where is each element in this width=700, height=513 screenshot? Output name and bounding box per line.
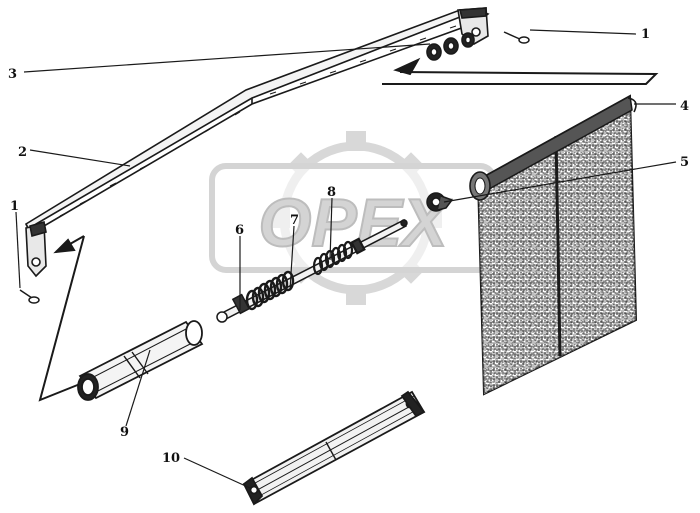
part-1-pin-left bbox=[19, 289, 40, 304]
part-3-washers bbox=[426, 32, 475, 61]
callout-3: 3 bbox=[8, 67, 17, 82]
callout-labels: 1 1 2 3 4 5 6 7 8 9 10 bbox=[8, 27, 689, 466]
callout-8: 8 bbox=[327, 185, 336, 200]
callout-1-left: 1 bbox=[10, 199, 19, 214]
callout-7: 7 bbox=[290, 213, 299, 228]
assembly-arrows bbox=[38, 57, 659, 402]
part-4-curtain-panel bbox=[469, 94, 638, 396]
leader-lines bbox=[15, 29, 677, 489]
callout-6: 6 bbox=[235, 223, 244, 238]
part-2-bar bbox=[24, 7, 490, 278]
part-7-spring bbox=[245, 270, 295, 311]
callout-4: 4 bbox=[680, 99, 689, 114]
callout-1-top: 1 bbox=[641, 27, 650, 42]
part-1-pin-top bbox=[503, 31, 530, 44]
part-9-tube bbox=[77, 320, 204, 401]
callout-5: 5 bbox=[680, 155, 689, 170]
watermark-text: OPEX bbox=[259, 185, 452, 261]
callout-10: 10 bbox=[162, 451, 180, 466]
watermark-logo: OPEX bbox=[209, 131, 497, 305]
part-10-flat-bar bbox=[242, 390, 426, 506]
callout-2: 2 bbox=[18, 145, 27, 160]
callout-9: 9 bbox=[120, 425, 129, 440]
